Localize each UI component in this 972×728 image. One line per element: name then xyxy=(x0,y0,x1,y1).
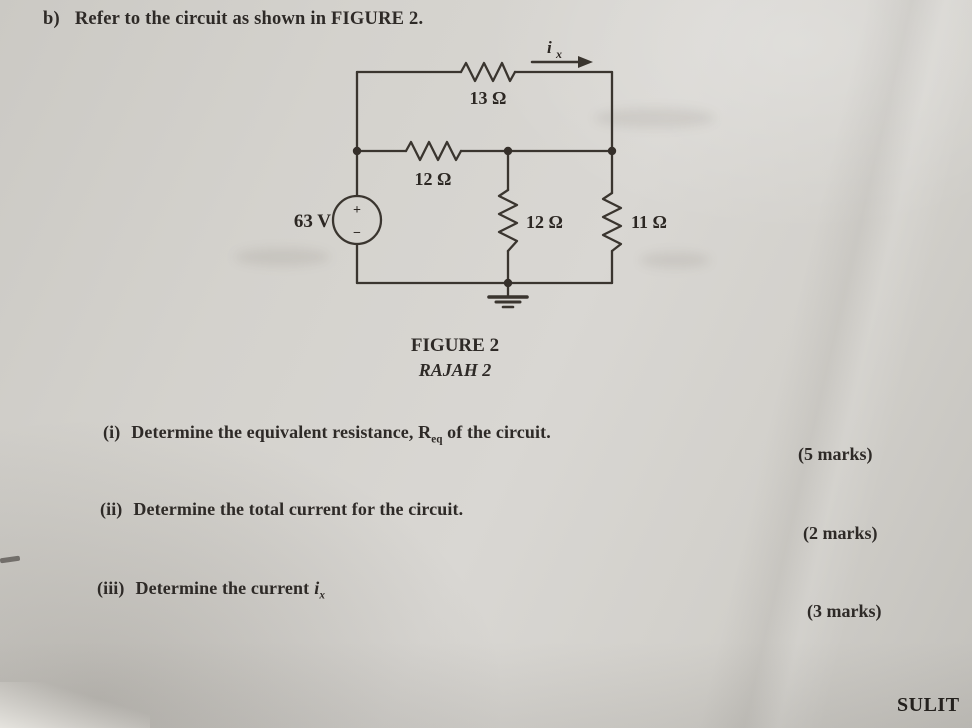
resistor-11ohm xyxy=(601,191,623,253)
source-plus-sign: + xyxy=(353,203,361,218)
question-ii-marks: (2 marks) xyxy=(803,523,878,543)
resistor-13ohm xyxy=(459,61,517,83)
label-resistor-12-shunt: 12 Ω xyxy=(526,212,563,232)
question-i: (i) Determine the equivalent resistance, … xyxy=(103,422,551,446)
question-part-header: b) Refer to the circuit as shown in FIGUR… xyxy=(43,9,423,30)
question-i-text: Determine the equivalent resistance, Req… xyxy=(131,422,551,446)
source-minus-sign: − xyxy=(353,226,361,241)
node-dot xyxy=(607,146,617,156)
label-resistor-11: 11 Ω xyxy=(631,212,667,232)
question-iii-current-subscript: x xyxy=(319,589,325,602)
ink-bleed-smudge xyxy=(640,252,710,268)
question-ii-text: Determine the total current for the circ… xyxy=(133,499,464,519)
label-ix-subscript: x xyxy=(555,47,562,61)
question-i-subscript: eq xyxy=(431,433,443,446)
question-i-numeral: (i) xyxy=(103,422,121,442)
resistor-12ohm-series xyxy=(404,140,463,162)
question-iii-current-symbol: i xyxy=(314,578,320,598)
question-i-marks: (5 marks) xyxy=(798,444,873,464)
ink-bleed-smudge xyxy=(595,108,715,128)
resistor-12ohm-shunt xyxy=(497,188,519,253)
question-i-text-before: Determine the equivalent resistance, R xyxy=(131,422,432,442)
label-resistor-12-series: 12 Ω xyxy=(415,169,452,189)
question-iii-numeral: (iii) xyxy=(97,578,125,598)
figure-caption: FIGURE 2 RAJAH 2 xyxy=(365,334,545,382)
question-ii: (ii) Determine the total current for the … xyxy=(100,499,463,520)
part-text: Refer to the circuit as shown in xyxy=(74,9,327,29)
part-label: b) xyxy=(43,9,60,29)
figure-reference: FIGURE 2. xyxy=(331,9,424,29)
footer-sulit: SULIT xyxy=(897,694,960,716)
ix-arrow-head xyxy=(578,56,593,68)
voltage-source-symbol xyxy=(331,194,383,246)
label-source-voltage: 63 V xyxy=(294,211,331,232)
ink-bleed-smudge xyxy=(235,248,330,266)
paper-corner-light xyxy=(0,682,150,728)
question-iii-text: Determine the current xyxy=(135,578,310,598)
question-ii-numeral: (ii) xyxy=(100,499,123,519)
figure-caption-ms: RAJAH 2 xyxy=(418,359,492,380)
node-dot xyxy=(503,278,513,288)
question-iii-marks: (3 marks) xyxy=(807,601,882,621)
question-i-text-after: of the circuit. xyxy=(442,422,551,442)
figure-caption-en: FIGURE 2 xyxy=(410,335,500,356)
label-ix-symbol: i xyxy=(547,38,552,57)
node-dot xyxy=(503,146,513,156)
stray-pen-mark xyxy=(0,555,21,564)
node-dot xyxy=(352,146,362,156)
label-resistor-13: 13 Ω xyxy=(470,88,507,108)
